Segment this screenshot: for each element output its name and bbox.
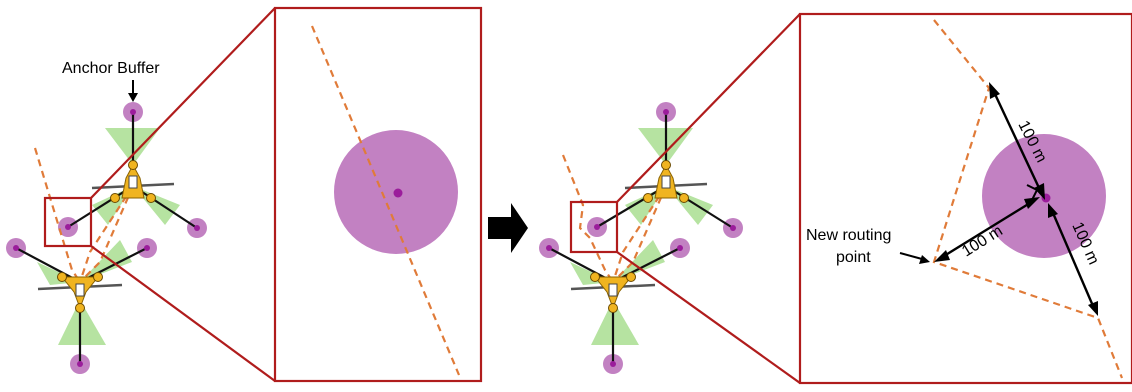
dimension-label-left: 100 m [959,222,1006,260]
new-routing-point-label: New routing [806,227,891,244]
arrowhead [919,255,930,264]
spread-wedge [58,300,106,345]
spread-wedge [80,240,132,282]
left-overview: Anchor Buffer [6,7,276,382]
arrowhead [128,93,138,102]
cable-route-rerouted [561,154,614,283]
anchor-buffer-label: Anchor Buffer [62,60,160,77]
anchor-dot [663,109,669,115]
mooring-line [665,185,734,229]
dimension-arrow-right [1048,203,1098,316]
anchor-dot [546,245,552,251]
anchor-dot [594,224,600,230]
anchor-dot [77,361,83,367]
cable-route [78,185,134,283]
zoom-frame [798,12,1132,385]
zoom-rectangle [43,196,93,248]
cable-route [79,185,135,283]
zoom-frame [273,6,483,383]
turbine-lower [570,272,656,313]
spread-wedge [133,186,180,225]
turbine-lower [37,272,123,313]
anchor-dot [610,361,616,367]
routing-label-arrow [899,252,923,260]
zoom-rectangle [569,200,619,254]
spread-wedge [591,300,639,345]
mooring-line [79,247,148,283]
mooring-line [548,247,614,283]
anchor-dot [393,188,403,198]
turbine-upper [91,160,175,203]
mooring-line [596,185,667,228]
right-zoom-panel: 100 m 100 m 100 m New routing point [798,12,1132,385]
cable-route [612,185,668,283]
spread-wedge [613,240,665,282]
mooring-line [67,185,134,228]
turbine-upper [624,160,708,203]
dimension-arrow-top [989,82,1045,200]
transition-arrow-icon [488,203,528,253]
mooring-line [15,247,81,283]
right-overview [539,13,801,384]
dimension-arrow-left [934,197,1040,262]
spread-wedge [666,186,713,225]
anchor-dot [194,225,200,231]
anchor-dot [677,245,683,251]
new-routing-point-label-line2: point [836,249,871,266]
anchor-dot [730,225,736,231]
left-zoom-panel [273,6,483,383]
anchor-dot [144,245,150,251]
cable-route [611,185,667,283]
anchor-dot [13,245,19,251]
cable-route-zoomed [310,25,461,376]
anchor-dot [130,109,136,115]
mooring-line [132,185,198,229]
mooring-line [612,247,681,283]
anchor-dot [65,224,71,230]
